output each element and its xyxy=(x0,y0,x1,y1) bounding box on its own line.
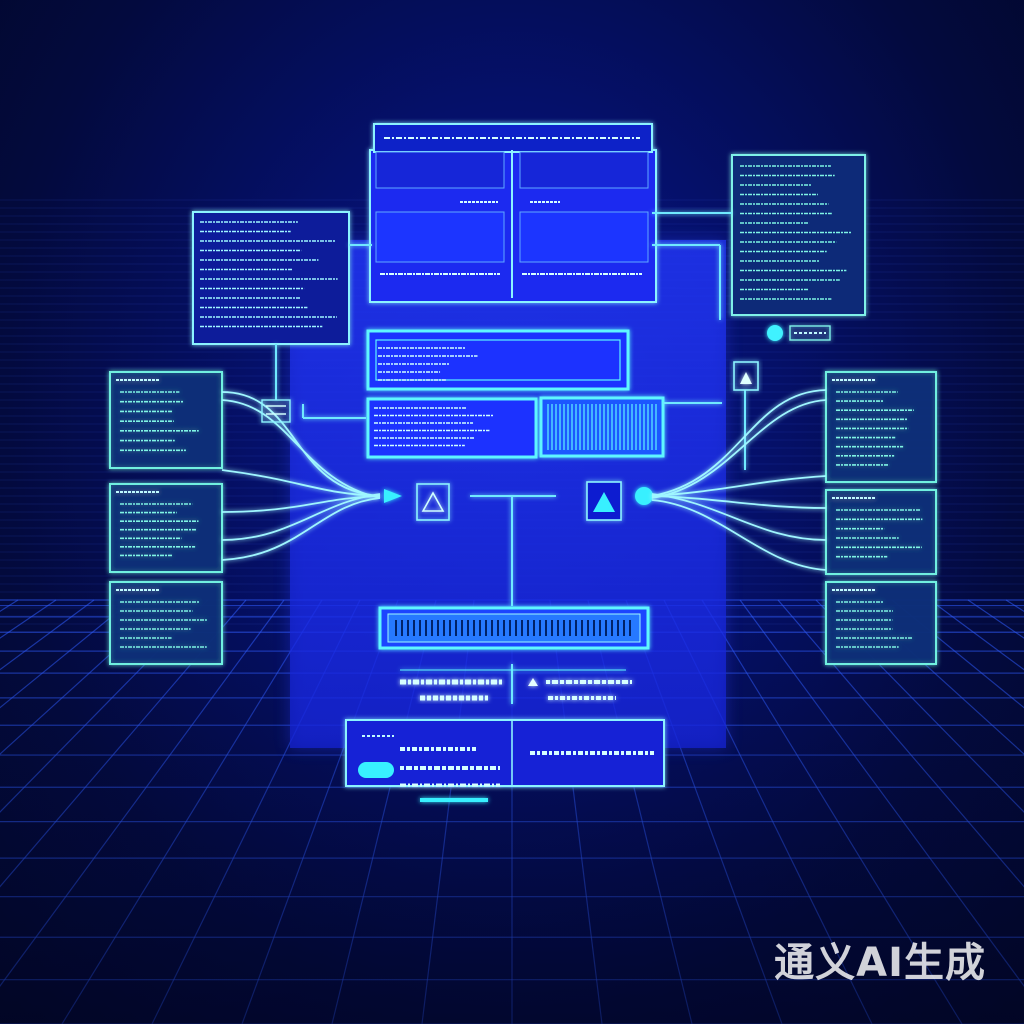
top-dashboard-window xyxy=(369,123,657,303)
small-arrow-box-icon xyxy=(733,361,759,391)
left-side-windows xyxy=(109,371,223,665)
triangle-arrow-icon xyxy=(416,483,450,521)
left-window-2 xyxy=(109,483,223,573)
middle-text-bar-2 xyxy=(366,397,538,459)
status-indicator xyxy=(767,325,831,341)
cable-junction xyxy=(261,399,291,423)
right-window-1 xyxy=(825,371,937,483)
middle-text-bar-1 xyxy=(366,329,630,391)
top-left-document-window xyxy=(192,211,350,345)
lower-text-rows xyxy=(400,669,632,701)
node-dot-icon xyxy=(635,487,653,505)
top-right-document-window xyxy=(731,154,866,316)
right-side-windows xyxy=(825,371,937,665)
core-connectors xyxy=(275,212,746,704)
play-arrow-icon xyxy=(384,489,402,503)
left-window-1 xyxy=(109,371,223,469)
signal-strip xyxy=(378,606,650,650)
watermark-text: 通义AI生成 xyxy=(774,940,986,986)
right-cable-bundle xyxy=(651,389,827,571)
right-window-3 xyxy=(825,581,937,665)
bottom-console-window xyxy=(345,719,665,802)
left-window-3 xyxy=(109,581,223,665)
up-arrow-icon xyxy=(586,481,622,521)
middle-progress-block xyxy=(539,396,665,458)
right-window-2 xyxy=(825,489,937,575)
left-cable-bundle xyxy=(221,391,381,561)
